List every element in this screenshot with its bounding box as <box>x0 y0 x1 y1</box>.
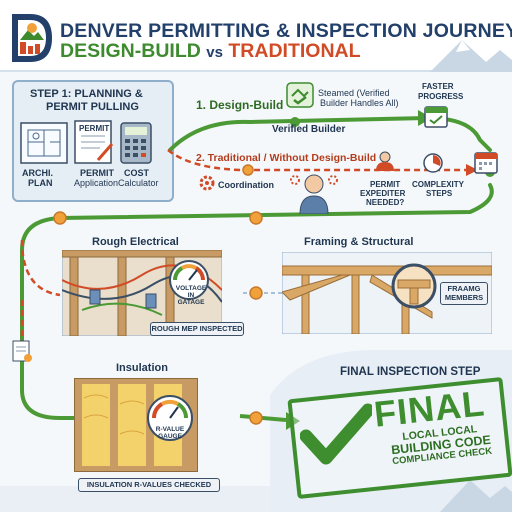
journey-node-markers <box>53 164 263 425</box>
permit-label-line1: PERMIT <box>80 168 115 178</box>
expediter-line1: PERMIT <box>370 180 401 189</box>
expediter-icon <box>376 151 394 171</box>
step1-title-line1: STEP 1: PLANNING & <box>30 88 143 100</box>
gear-icon <box>199 175 215 191</box>
traditional-path <box>167 149 470 172</box>
design-build-path-label: 1. Design-Build <box>196 98 284 112</box>
faster-progress-line1: FASTER <box>422 82 454 91</box>
framing-title: Framing & Structural <box>304 236 414 248</box>
permit-document-icon <box>74 120 114 164</box>
design-build-heading: DESIGN-BUILD <box>60 40 201 62</box>
insulation-title: Insulation <box>116 362 168 374</box>
design-build-note-line1: Steamed (Verified <box>318 88 390 98</box>
verified-builder-icon <box>286 82 314 108</box>
framing-tag-line2: MEMBERS <box>444 293 484 302</box>
denver-logo-icon <box>12 14 52 62</box>
voltage-gauge-label: VOLTAGE IN GATAGE <box>172 285 210 306</box>
document-icon <box>12 340 32 362</box>
design-build-path <box>168 115 492 152</box>
insulation-tag: INSULATION R-VALUES CHECKED <box>78 478 220 492</box>
final-inspection-heading: FINAL INSPECTION STEP <box>340 366 481 378</box>
verified-builder-label: Verified Builder <box>272 124 346 135</box>
permit-doc-text: PERMIT <box>79 124 110 133</box>
rough-electrical-title: Rough Electrical <box>92 236 179 248</box>
insulation-to-final-path <box>239 414 287 422</box>
framing-tag-line1: FRAAMG <box>447 284 481 293</box>
cost-label-line1: COST <box>124 168 150 178</box>
mountain-icon <box>430 40 512 72</box>
expediter-line3: NEEDED? <box>366 198 405 207</box>
final-arrowhead-icon <box>286 412 300 430</box>
plan-label-line1: ARCHI. <box>22 168 53 178</box>
rvalue-label-line2: GAUGE <box>158 433 182 440</box>
step1-title-line2: PERMIT PULLING <box>46 101 139 113</box>
trad-arrowhead-icon <box>466 164 478 176</box>
vs-label: vs <box>206 44 223 61</box>
rvalue-gauge-label: R-VALUE GAUGE <box>150 426 190 440</box>
voltage-label-line2: GATAGE <box>177 299 205 306</box>
framing-members-tag: FRAAMG MEMBERS <box>440 282 488 305</box>
rvalue-gauge-icon <box>147 395 193 441</box>
cost-label-line2: Calculator <box>118 178 159 188</box>
page-title: DENVER PERMITTING & INSPECTION JOURNEY: <box>60 20 512 42</box>
insulation-illustration <box>74 378 198 472</box>
design-build-note-line2: Builder Handles All) <box>320 98 399 108</box>
complexity-line2: STEPS <box>426 189 453 198</box>
coordination-label: Coordination <box>218 180 274 190</box>
faster-progress-line2: PROGRESS <box>418 92 464 101</box>
traditional-heading: TRADITIONAL <box>228 40 361 62</box>
clock-icon <box>423 153 443 173</box>
calendar-check-icon <box>424 106 448 128</box>
magnifier-icon <box>391 263 437 309</box>
expediter-line2: EXPEDITER <box>360 189 406 198</box>
calculator-icon <box>120 122 152 164</box>
voltage-label-line1: VOLTAGE IN <box>175 285 207 299</box>
page-subtitle: DESIGN-BUILD vs TRADITIONAL <box>60 40 361 63</box>
traditional-path-label: 2. Traditional / Without Design-Build <box>196 152 377 164</box>
complexity-line1: COMPLEXITY <box>412 180 465 189</box>
voltage-gauge-icon <box>169 260 209 300</box>
main-journey-path <box>20 183 494 420</box>
blueprint-icon <box>20 122 68 164</box>
permit-label-line2: Application <box>74 178 119 188</box>
rough-mep-tag: ROUGH MEP INSPECTED <box>150 322 244 336</box>
rvalue-label-line1: R-VALUE <box>155 426 185 433</box>
plan-label-line2: PLAN <box>28 178 53 188</box>
checkmark-icon <box>300 403 372 465</box>
calendar-icon <box>474 152 498 174</box>
stressed-person-icon <box>290 174 338 214</box>
